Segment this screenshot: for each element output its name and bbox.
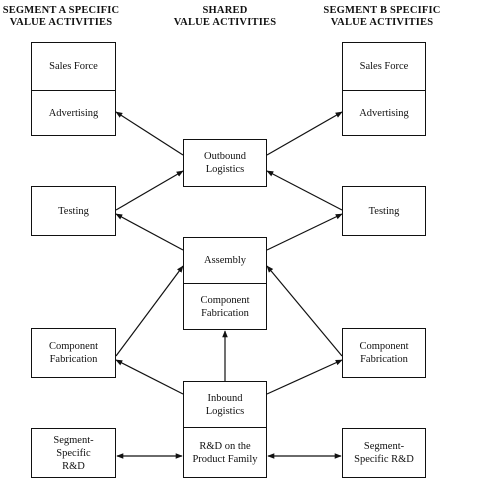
arrow-testing-b-to-outbound: [266, 170, 343, 211]
segment-a-sales-force-label: Sales Force: [49, 61, 98, 72]
inbound-logistics-line1: Inbound: [207, 392, 243, 404]
segment-b-specific-rd-box: Segment- Specific R&D: [342, 428, 426, 478]
segment-a-testing-label: Testing: [58, 205, 89, 217]
segment-a-header-line2: VALUE ACTIVITIES: [9, 17, 113, 28]
segment-a-specific-rd-line3: R&D: [62, 460, 85, 472]
segment-b-component-fabrication-line1: Component: [359, 341, 409, 352]
rd-product-family-line2: Product Family: [192, 453, 258, 465]
arrow-inbound-to-component-b: [266, 359, 343, 395]
arrow-assembly-to-testing-b: [266, 213, 343, 251]
arrow-component-b-to-assembly: [266, 265, 343, 357]
assembly-box: Assembly: [183, 237, 267, 284]
segment-a-specific-rd-line1: Segment-: [53, 434, 94, 446]
segment-a-component-fabrication-line1: Component: [49, 341, 98, 352]
segment-a-sales-force-box: Sales Force: [31, 42, 116, 91]
segment-a-specific-rd-line2: Specific: [56, 447, 91, 459]
inbound-logistics-box: Inbound Logistics: [183, 381, 267, 428]
assembly-label: Assembly: [204, 255, 246, 266]
segment-b-sales-force-box: Sales Force: [342, 42, 426, 91]
segment-b-header-line1: SEGMENT B SPECIFIC: [323, 5, 441, 16]
shared-header: SHARED VALUE ACTIVITIES: [165, 5, 285, 29]
outbound-logistics-line1: Outbound: [204, 151, 246, 162]
segment-b-advertising-box: Advertising: [342, 91, 426, 136]
arrow-outbound-to-advertising-a: [115, 111, 184, 156]
arrow-outbound-to-advertising-b: [266, 111, 343, 156]
segment-a-header-line1: SEGMENT A SPECIFIC: [2, 5, 120, 16]
arrow-inbound-to-component-a: [115, 359, 184, 395]
segment-b-testing-box: Testing: [342, 186, 426, 236]
arrow-component-a-to-assembly: [115, 265, 184, 357]
shared-header-line1: SHARED: [202, 5, 248, 16]
shared-component-fabrication-line2: Fabrication: [201, 307, 249, 319]
outbound-logistics-box: Outbound Logistics: [183, 139, 267, 187]
segment-b-header: SEGMENT B SPECIFIC VALUE ACTIVITIES: [318, 5, 446, 29]
segment-a-component-fabrication-line2: Fabrication: [49, 354, 98, 365]
segment-b-header-line2: VALUE ACTIVITIES: [330, 17, 434, 28]
segment-a-advertising-box: Advertising: [31, 91, 116, 136]
segment-a-component-fabrication-box: Component Fabrication: [31, 328, 116, 378]
arrow-assembly-to-testing-a: [115, 213, 184, 251]
segment-a-header: SEGMENT A SPECIFIC VALUE ACTIVITIES: [2, 5, 120, 29]
arrow-testing-a-to-outbound: [115, 170, 184, 211]
inbound-logistics-line2: Logistics: [205, 405, 245, 417]
segment-b-component-fabrication-box: Component Fabrication: [342, 328, 426, 378]
segment-b-specific-rd-line2: Specific R&D: [354, 454, 414, 465]
rd-product-family-box: R&D on the Product Family: [183, 428, 267, 478]
segment-b-component-fabrication-line2: Fabrication: [360, 354, 408, 365]
shared-component-fabrication-box: Component Fabrication: [183, 284, 267, 330]
segment-a-advertising-label: Advertising: [48, 107, 99, 119]
segment-a-testing-box: Testing: [31, 186, 116, 236]
shared-component-fabrication-line1: Component: [200, 294, 250, 306]
outbound-logistics-line2: Logistics: [205, 164, 245, 175]
rd-product-family-line1: R&D on the: [199, 440, 251, 452]
segment-b-testing-label: Testing: [368, 205, 400, 217]
segment-b-specific-rd-line1: Segment-: [363, 441, 405, 452]
segment-a-specific-rd-box: Segment- Specific R&D: [31, 428, 116, 478]
shared-header-line2: VALUE ACTIVITIES: [173, 17, 277, 28]
segment-b-advertising-label: Advertising: [359, 107, 409, 119]
segment-b-sales-force-label: Sales Force: [359, 61, 409, 72]
